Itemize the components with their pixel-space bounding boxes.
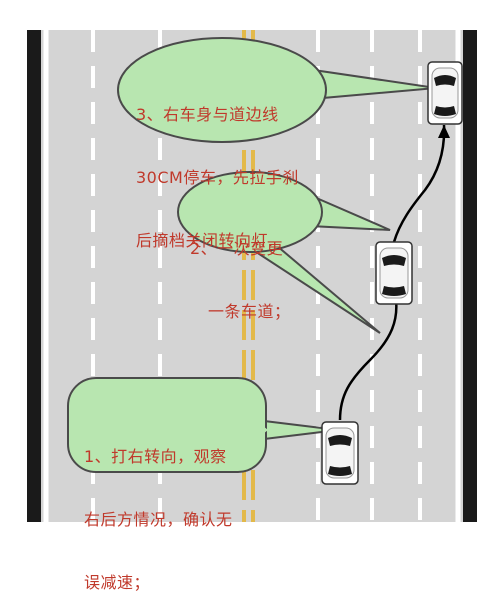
arrowhead-2 <box>438 125 450 138</box>
callout-step-1-line-1: 1、打右转向，观察 <box>84 447 227 466</box>
callout-step-1-line-2: 右后方情况，确认无 <box>84 510 233 529</box>
callout-step-2-text: 2、一次变更 一条车道； <box>190 196 291 343</box>
callout-step-3-line-3: 后摘档关闭转向灯. <box>136 231 274 250</box>
callout-step-2 <box>177 171 391 334</box>
callout-step-3-text: 3、右车身与道边线 30CM停车，先拉手刹 后摘档关闭转向灯. <box>136 62 299 272</box>
road-edge-right <box>463 30 477 522</box>
callout-step-1-line-3: 误减速； <box>84 573 151 592</box>
callout-step-2-line-2: 一条车道； <box>208 302 291 321</box>
callout-step-3-line-1: 3、右车身与道边线 <box>136 105 279 124</box>
callout-step-3-line-2: 30CM停车，先拉手刹 <box>136 168 299 187</box>
callout-step-1-text: 1、打右转向，观察 右后方情况，确认无 误减速； <box>84 404 233 614</box>
callout-step-3 <box>117 37 437 143</box>
car-start <box>321 421 359 485</box>
car-end <box>427 61 463 125</box>
callout-step-2-line-1: 2、一次变更 <box>190 239 284 258</box>
car-middle <box>375 241 413 305</box>
road-edge-left <box>27 30 41 522</box>
lane-change-diagram <box>27 30 477 522</box>
vehicle-path <box>338 124 446 421</box>
callout-step-1 <box>67 377 339 473</box>
